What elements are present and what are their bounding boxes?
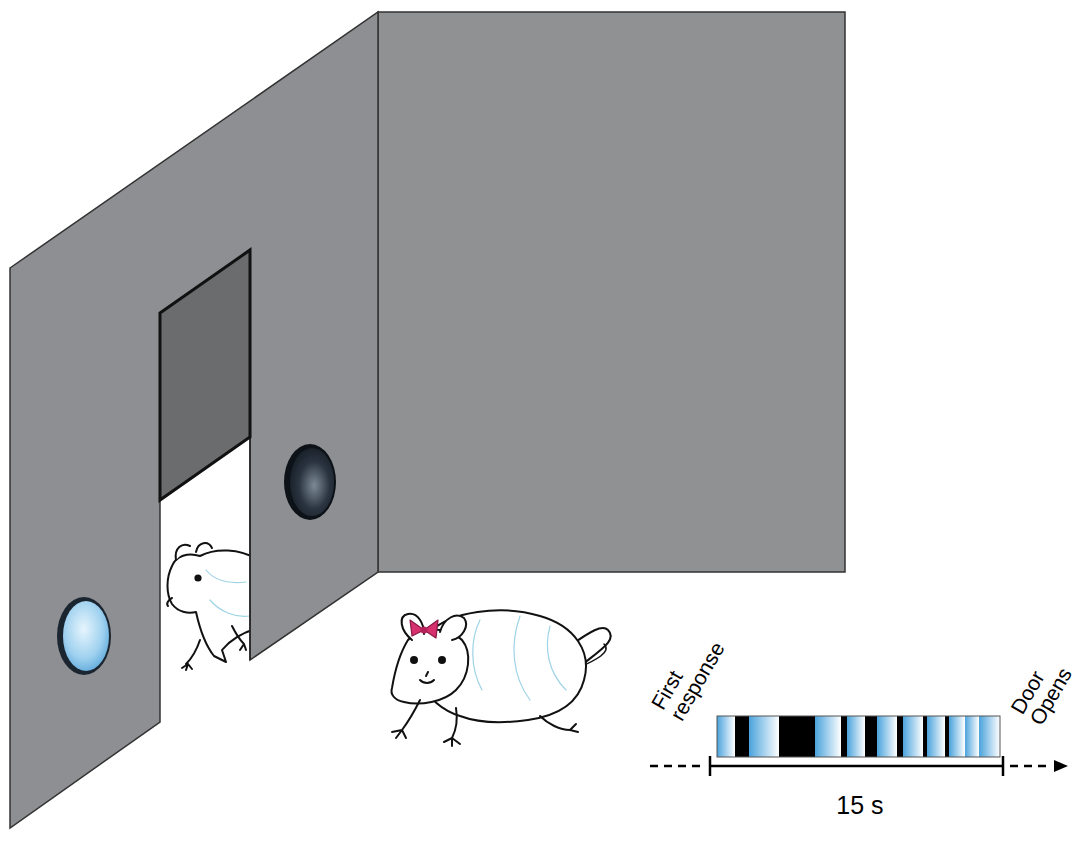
port-rim [57, 597, 111, 675]
port-rim [284, 444, 336, 520]
event-label: Door Opens [1007, 651, 1075, 728]
event-label: First response [647, 628, 728, 725]
sliding-door [160, 250, 250, 500]
side-wall [10, 12, 378, 828]
light-pattern-bar [717, 716, 1000, 757]
rat-behind-door [167, 543, 258, 670]
lit-response-port [63, 601, 109, 671]
rat-with-bow [392, 610, 611, 746]
back-wall [378, 12, 845, 572]
duration-label: 15 s [820, 792, 900, 818]
time-axis [650, 756, 1068, 776]
dark-response-port [290, 448, 334, 516]
